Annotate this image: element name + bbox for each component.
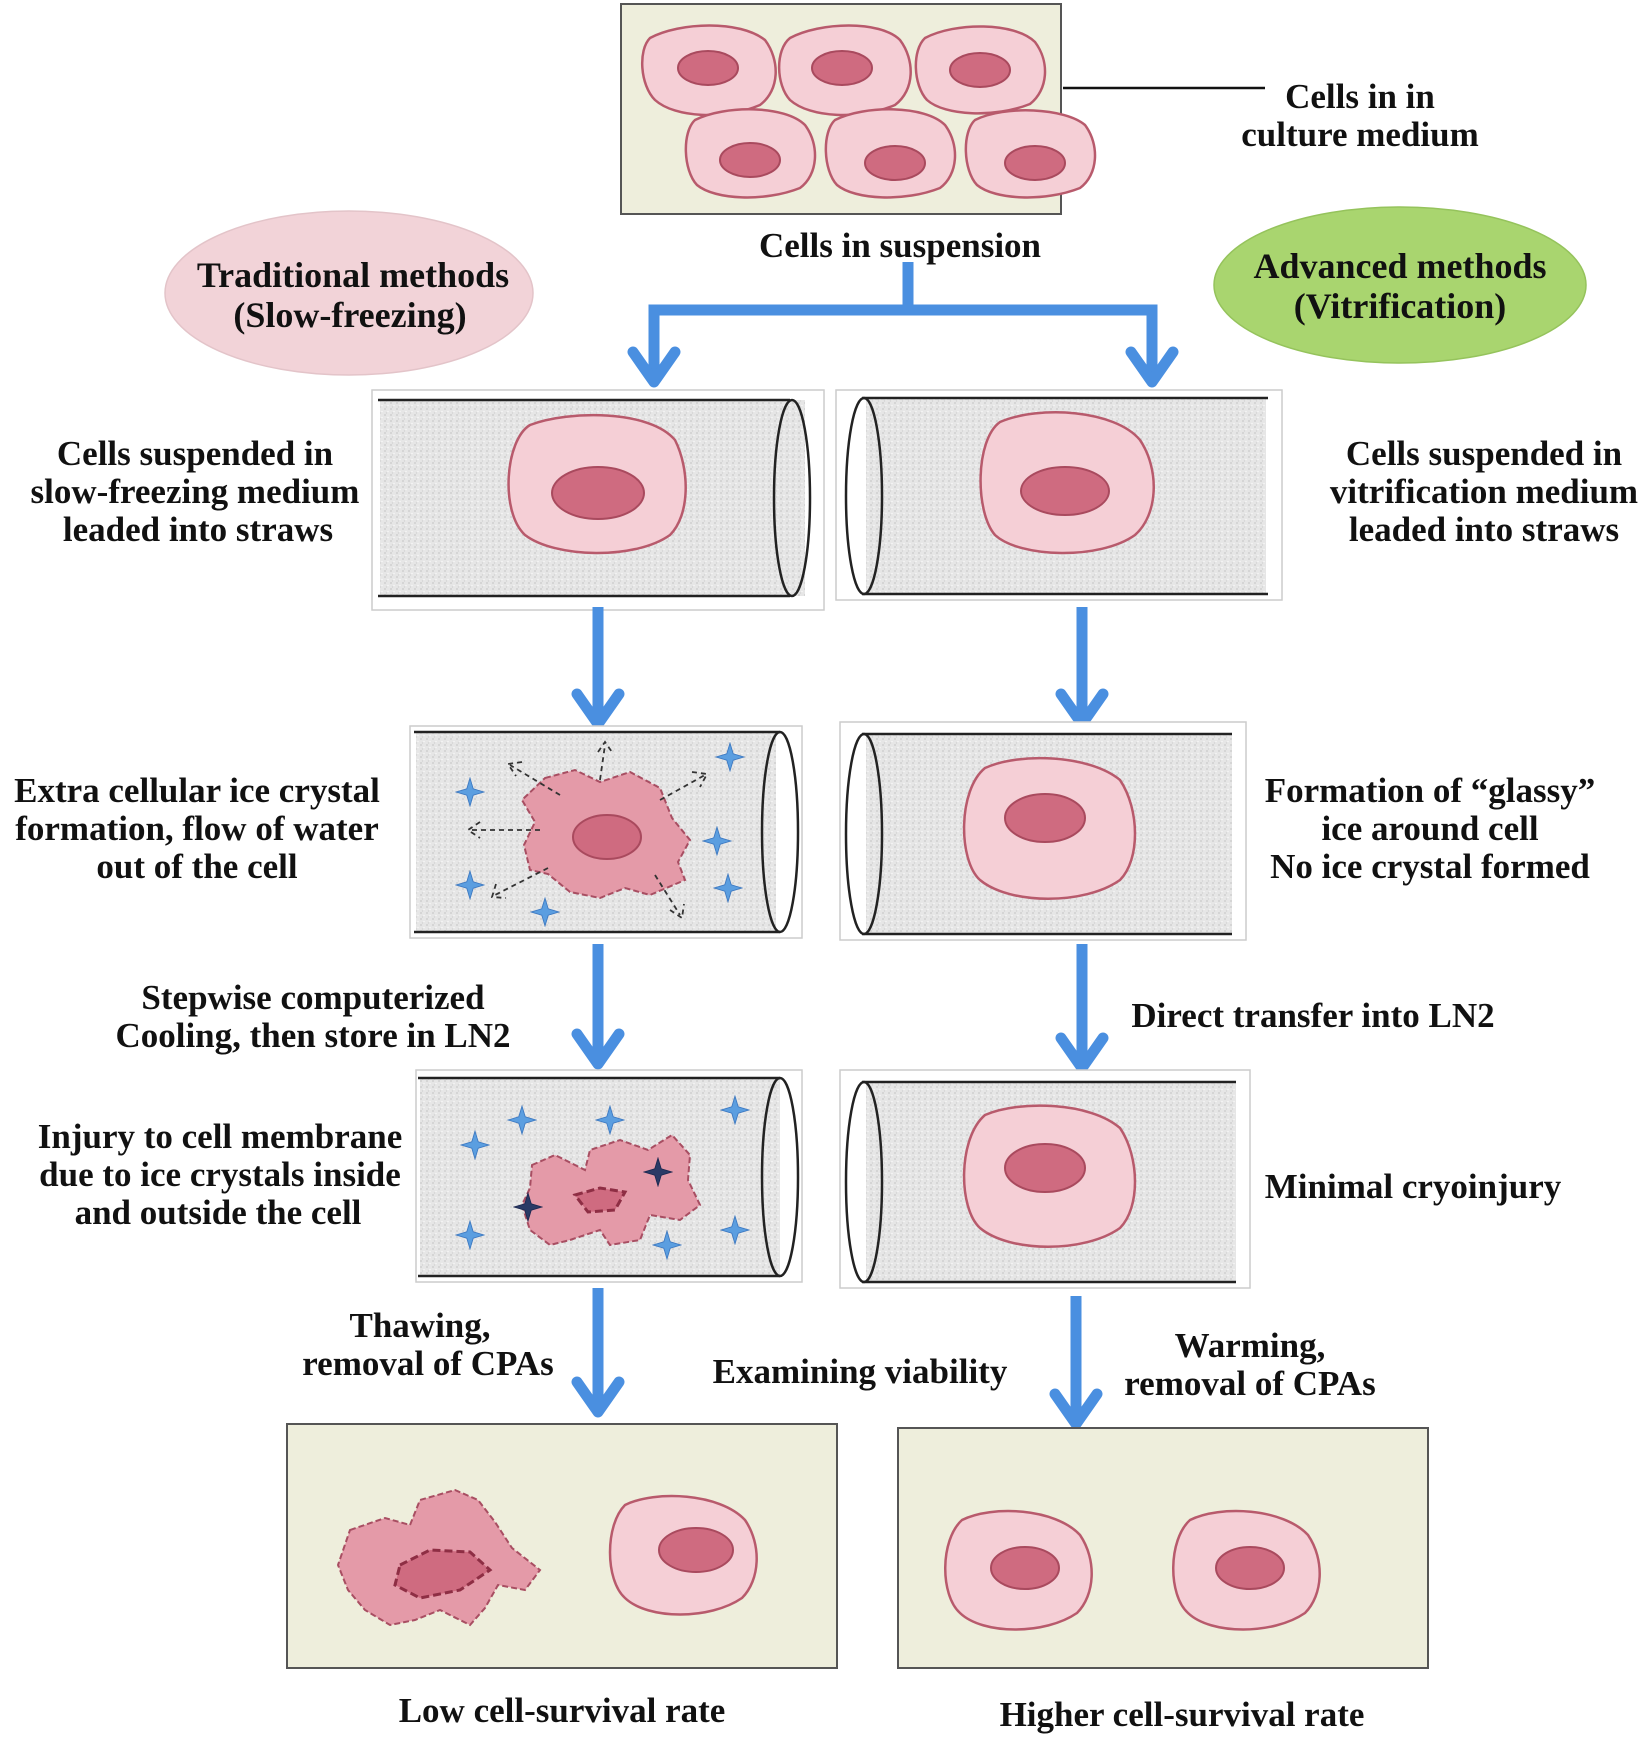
thawing-line1: Thawing, (349, 1306, 490, 1345)
cell-icon (640, 24, 777, 117)
split-arrow (627, 262, 1179, 388)
left-step1-line2: slow-freezing medium (31, 472, 360, 511)
straw-icon (415, 1069, 803, 1283)
left-step2-line1: Extra cellular ice crystal (14, 771, 380, 810)
straw-icon (839, 1069, 1251, 1289)
down-arrow (571, 1288, 625, 1418)
cell-icon (1172, 1509, 1321, 1631)
right-transfer: Direct transfer into LN2 (1131, 996, 1494, 1035)
down-arrow (1055, 607, 1109, 730)
right-step2-line1: Formation of “glassy” (1265, 771, 1596, 810)
culture-callout-line1: Cells in in (1285, 77, 1435, 116)
cell-icon (962, 756, 1137, 900)
examining-viability: Examining viability (713, 1352, 1008, 1391)
right-step2-line2: ice around cell (1321, 809, 1538, 848)
cell-icon (914, 25, 1047, 115)
straw-icon (839, 721, 1247, 941)
down-arrow (1055, 944, 1109, 1074)
traditional-methods-line1: Traditional methods (197, 255, 509, 295)
traditional-methods-line2: (Slow-freezing) (233, 295, 466, 335)
straw-icon (835, 389, 1283, 601)
left-step3-line3: and outside the cell (75, 1193, 362, 1232)
cell-icon (608, 1494, 758, 1616)
down-arrow (571, 607, 625, 730)
right-step1-line3: leaded into straws (1349, 510, 1619, 549)
advanced-methods-line1: Advanced methods (1253, 246, 1546, 286)
left-transfer-line2: Cooling, then store in LN2 (115, 1016, 510, 1055)
traditional-methods-oval: Traditional methods (Slow-freezing) (164, 210, 534, 376)
straw-icon (409, 725, 803, 939)
left-transfer-line1: Stepwise computerized (141, 978, 485, 1017)
cell-icon (507, 413, 687, 555)
cell-icon (964, 109, 1097, 199)
left-step2-line2: formation, flow of water (15, 809, 379, 848)
warming-line2: removal of CPAs (1124, 1364, 1375, 1403)
cells-in-suspension-caption: Cells in suspension (759, 226, 1041, 265)
damaged-cell-icon (520, 1133, 702, 1247)
cell-icon (824, 108, 957, 199)
low-survival-panel (286, 1423, 838, 1669)
low-survival-caption: Low cell-survival rate (399, 1691, 726, 1730)
left-step3-line1: Injury to cell membrane (38, 1117, 403, 1156)
cell-icon (777, 24, 912, 117)
down-arrow (1049, 1296, 1103, 1430)
left-step1-line3: leaded into straws (63, 510, 333, 549)
damaged-cell-icon (336, 1488, 542, 1627)
warming-line1: Warming, (1175, 1326, 1326, 1365)
cell-icon (962, 1104, 1137, 1248)
down-arrow (571, 944, 625, 1070)
high-survival-panel (897, 1427, 1429, 1669)
water-flow-arrows (466, 740, 709, 920)
cell-icon (979, 411, 1155, 555)
right-step1-line2: vitrification medium (1330, 472, 1638, 511)
cell-icon (944, 1509, 1093, 1631)
cell-icon (684, 108, 817, 199)
advanced-methods-oval: Advanced methods (Vitrification) (1213, 206, 1587, 364)
left-step1-line1: Cells suspended in (57, 434, 333, 473)
left-step2-line3: out of the cell (96, 847, 297, 886)
high-survival-caption: Higher cell-survival rate (1000, 1695, 1365, 1734)
right-step2-line3: No ice crystal formed (1270, 847, 1590, 886)
top-culture-panel (620, 3, 1265, 215)
right-step1-line1: Cells suspended in (1346, 434, 1622, 473)
advanced-methods-line2: (Vitrification) (1294, 286, 1507, 326)
damaged-cell-icon (520, 768, 692, 900)
straw-icon (371, 389, 825, 611)
right-step3: Minimal cryoinjury (1265, 1167, 1562, 1206)
left-step3-line2: due to ice crystals inside (39, 1155, 401, 1194)
thawing-line2: removal of CPAs (302, 1344, 553, 1383)
culture-callout-line2: culture medium (1241, 115, 1479, 154)
